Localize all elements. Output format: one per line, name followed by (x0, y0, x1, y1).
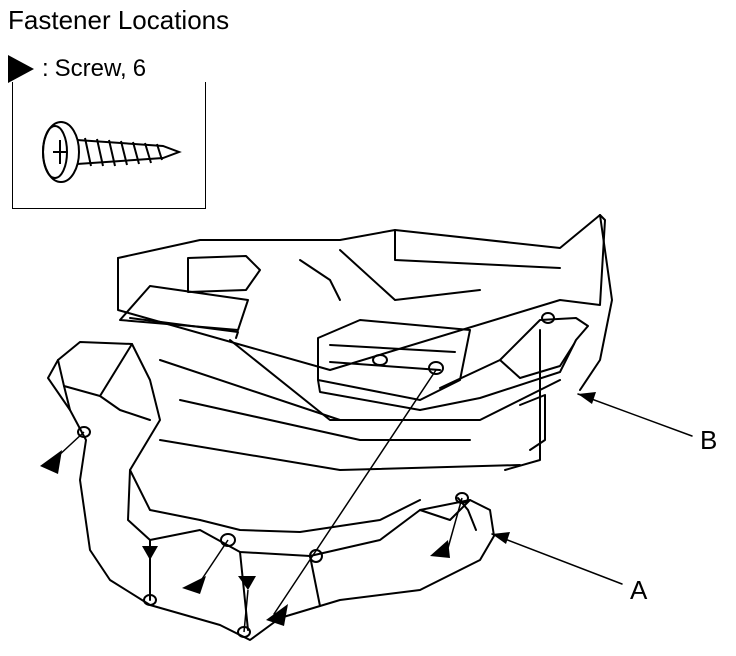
callout-arrowheads (492, 392, 596, 544)
dashboard-body (117, 214, 613, 471)
screw-marker-2 (142, 546, 158, 560)
control-unit (317, 319, 471, 411)
callout-b: B (700, 425, 718, 455)
screw-marker-4 (238, 576, 256, 590)
screw-marker-icon (8, 55, 34, 83)
screw-marker-6 (430, 540, 450, 558)
legend-count: 6 (132, 55, 147, 82)
screw-icon (42, 121, 182, 183)
duct-a (47, 341, 495, 641)
fastener-legend: : Screw, 6 (8, 52, 146, 86)
screw-marker-3 (182, 576, 206, 594)
legend-separator: : (42, 55, 49, 82)
callout-a: A (630, 575, 648, 605)
screw-marker-1 (40, 450, 62, 474)
screw-marker-5 (266, 604, 288, 626)
legend-label: Screw, (54, 55, 127, 82)
screw-markers (40, 450, 450, 626)
screw-detail-box (12, 82, 206, 209)
duct-b (419, 312, 589, 451)
figure-title: Fastener Locations (8, 5, 230, 35)
